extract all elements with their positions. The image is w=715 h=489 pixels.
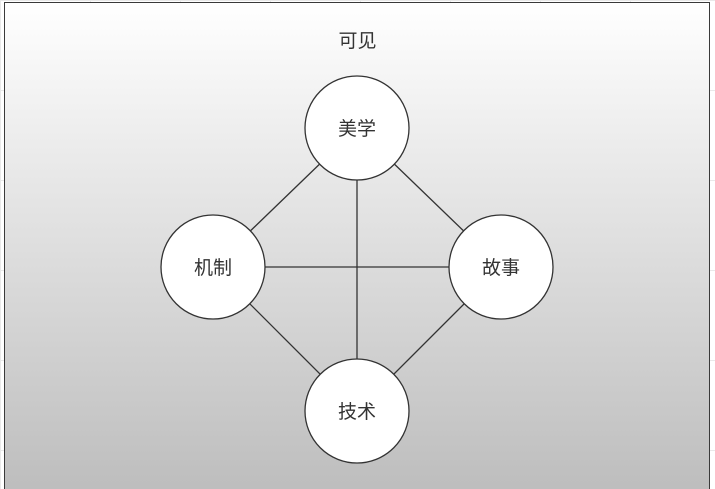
- node-circle-story: [448, 214, 554, 320]
- node-aesthetics: 美学: [304, 75, 410, 181]
- node-label-mechanics: 机制: [194, 257, 232, 279]
- node-label-aesthetics: 美学: [338, 118, 376, 140]
- node-story: 故事: [448, 214, 554, 320]
- node-circle-aesthetics: [304, 75, 410, 181]
- diagram-title: 可见: [338, 30, 377, 52]
- node-technology: 技术: [304, 358, 410, 464]
- node-circle-mechanics: [160, 214, 266, 320]
- node-circle-technology: [304, 358, 410, 464]
- node-label-story: 故事: [482, 257, 520, 279]
- node-mechanics: 机制: [160, 214, 266, 320]
- node-label-technology: 技术: [338, 401, 376, 423]
